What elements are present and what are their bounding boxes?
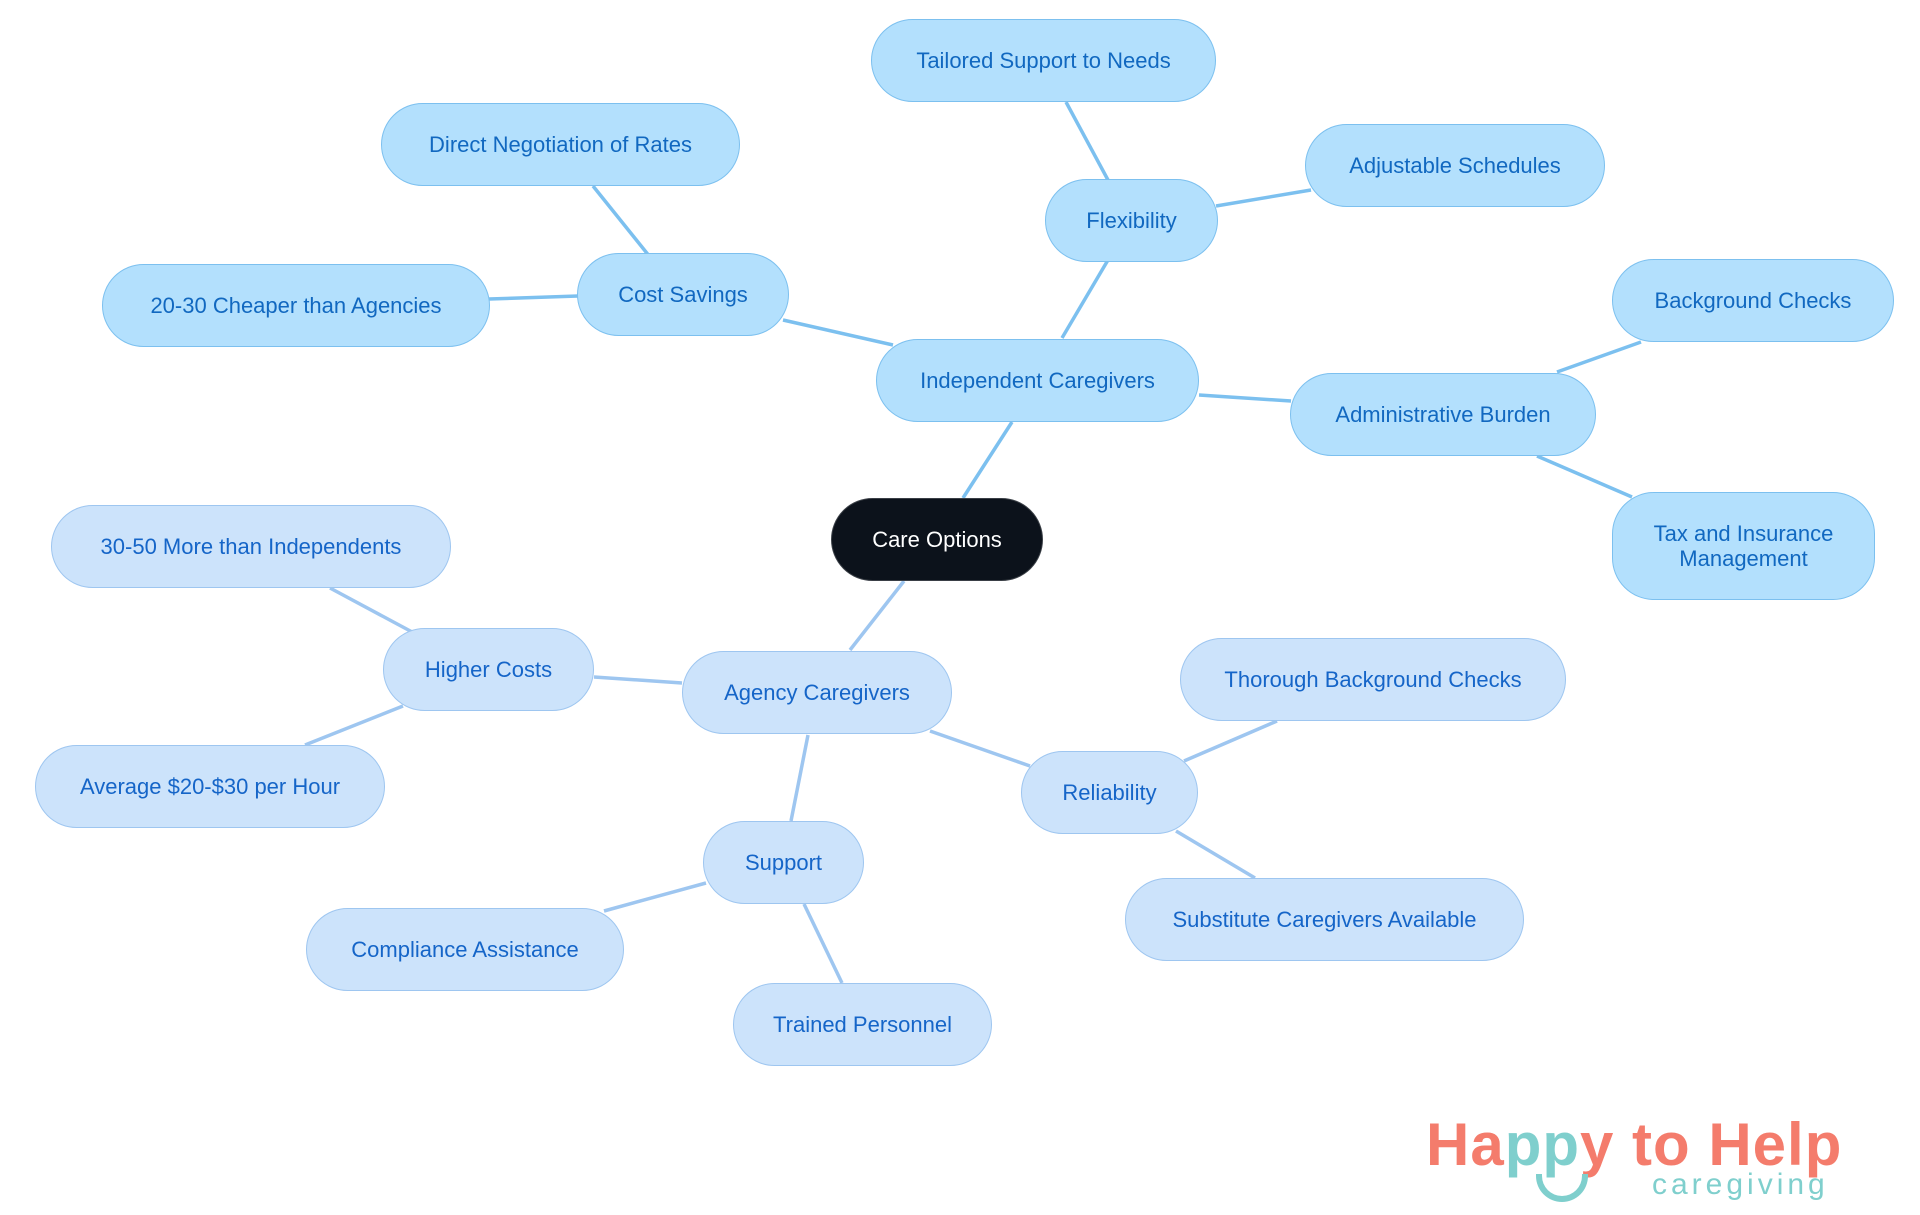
node-label: Support — [744, 850, 823, 875]
node-more-than-independents[interactable]: 30-50 More than Independents — [51, 505, 451, 588]
node-label: 20-30 Cheaper than Agencies — [150, 293, 442, 318]
node-cheaper-than-agencies[interactable]: 20-30 Cheaper than Agencies — [102, 264, 490, 347]
node-tailored-support[interactable]: Tailored Support to Needs — [871, 19, 1216, 102]
node-label: 30-50 More than Independents — [100, 534, 402, 559]
logo-wordmark: Happy to Help — [1426, 1112, 1842, 1178]
node-label: Compliance Assistance — [351, 937, 579, 962]
node-compliance-assistance[interactable]: Compliance Assistance — [306, 908, 624, 991]
node-label: Tailored Support to Needs — [916, 48, 1171, 73]
node-label: Agency Caregivers — [724, 680, 910, 705]
logo-part-3: y to Help — [1580, 1111, 1843, 1178]
node-care-options[interactable]: Care Options — [831, 498, 1043, 581]
node-average-per-hour[interactable]: Average $20-$30 per Hour — [35, 745, 385, 828]
node-label: Cost Savings — [618, 282, 748, 307]
node-label: Background Checks — [1654, 288, 1852, 313]
node-label: Care Options — [872, 527, 1002, 552]
node-background-checks[interactable]: Background Checks — [1612, 259, 1894, 342]
node-label: Reliability — [1062, 780, 1157, 805]
node-label: Average $20-$30 per Hour — [79, 774, 341, 799]
node-label: Direct Negotiation of Rates — [429, 132, 692, 157]
smile-icon — [1536, 1174, 1588, 1202]
logo-tagline: caregiving — [1652, 1168, 1829, 1201]
logo-part-1: Ha — [1426, 1111, 1505, 1178]
node-label: Substitute Caregivers Available — [1172, 907, 1477, 932]
node-label: Thorough Background Checks — [1224, 667, 1522, 692]
node-adjustable-schedules[interactable]: Adjustable Schedules — [1305, 124, 1605, 207]
node-label: Independent Caregivers — [920, 368, 1155, 393]
node-label: Flexibility — [1086, 208, 1177, 233]
node-cost-savings[interactable]: Cost Savings — [577, 253, 789, 336]
node-flexibility[interactable]: Flexibility — [1045, 179, 1218, 262]
node-higher-costs[interactable]: Higher Costs — [383, 628, 594, 711]
node-label: Administrative Burden — [1335, 402, 1551, 427]
node-agency-caregivers[interactable]: Agency Caregivers — [682, 651, 952, 734]
node-independent-caregivers[interactable]: Independent Caregivers — [876, 339, 1199, 422]
node-tax-insurance[interactable]: Tax and Insurance Management — [1612, 492, 1875, 600]
node-reliability[interactable]: Reliability — [1021, 751, 1198, 834]
node-trained-personnel[interactable]: Trained Personnel — [733, 983, 992, 1066]
node-substitute-caregivers[interactable]: Substitute Caregivers Available — [1125, 878, 1524, 961]
node-support[interactable]: Support — [703, 821, 864, 904]
node-label: Tax and Insurance Management — [1653, 521, 1834, 571]
node-label: Adjustable Schedules — [1349, 153, 1561, 178]
node-thorough-background-checks[interactable]: Thorough Background Checks — [1180, 638, 1566, 721]
node-label: Higher Costs — [424, 657, 553, 682]
node-administrative-burden[interactable]: Administrative Burden — [1290, 373, 1596, 456]
happy-to-help-logo: Happy to Help caregiving — [1426, 1112, 1896, 1212]
node-direct-negotiation[interactable]: Direct Negotiation of Rates — [381, 103, 740, 186]
node-label: Trained Personnel — [773, 1012, 952, 1037]
logo-part-2: pp — [1504, 1111, 1581, 1178]
